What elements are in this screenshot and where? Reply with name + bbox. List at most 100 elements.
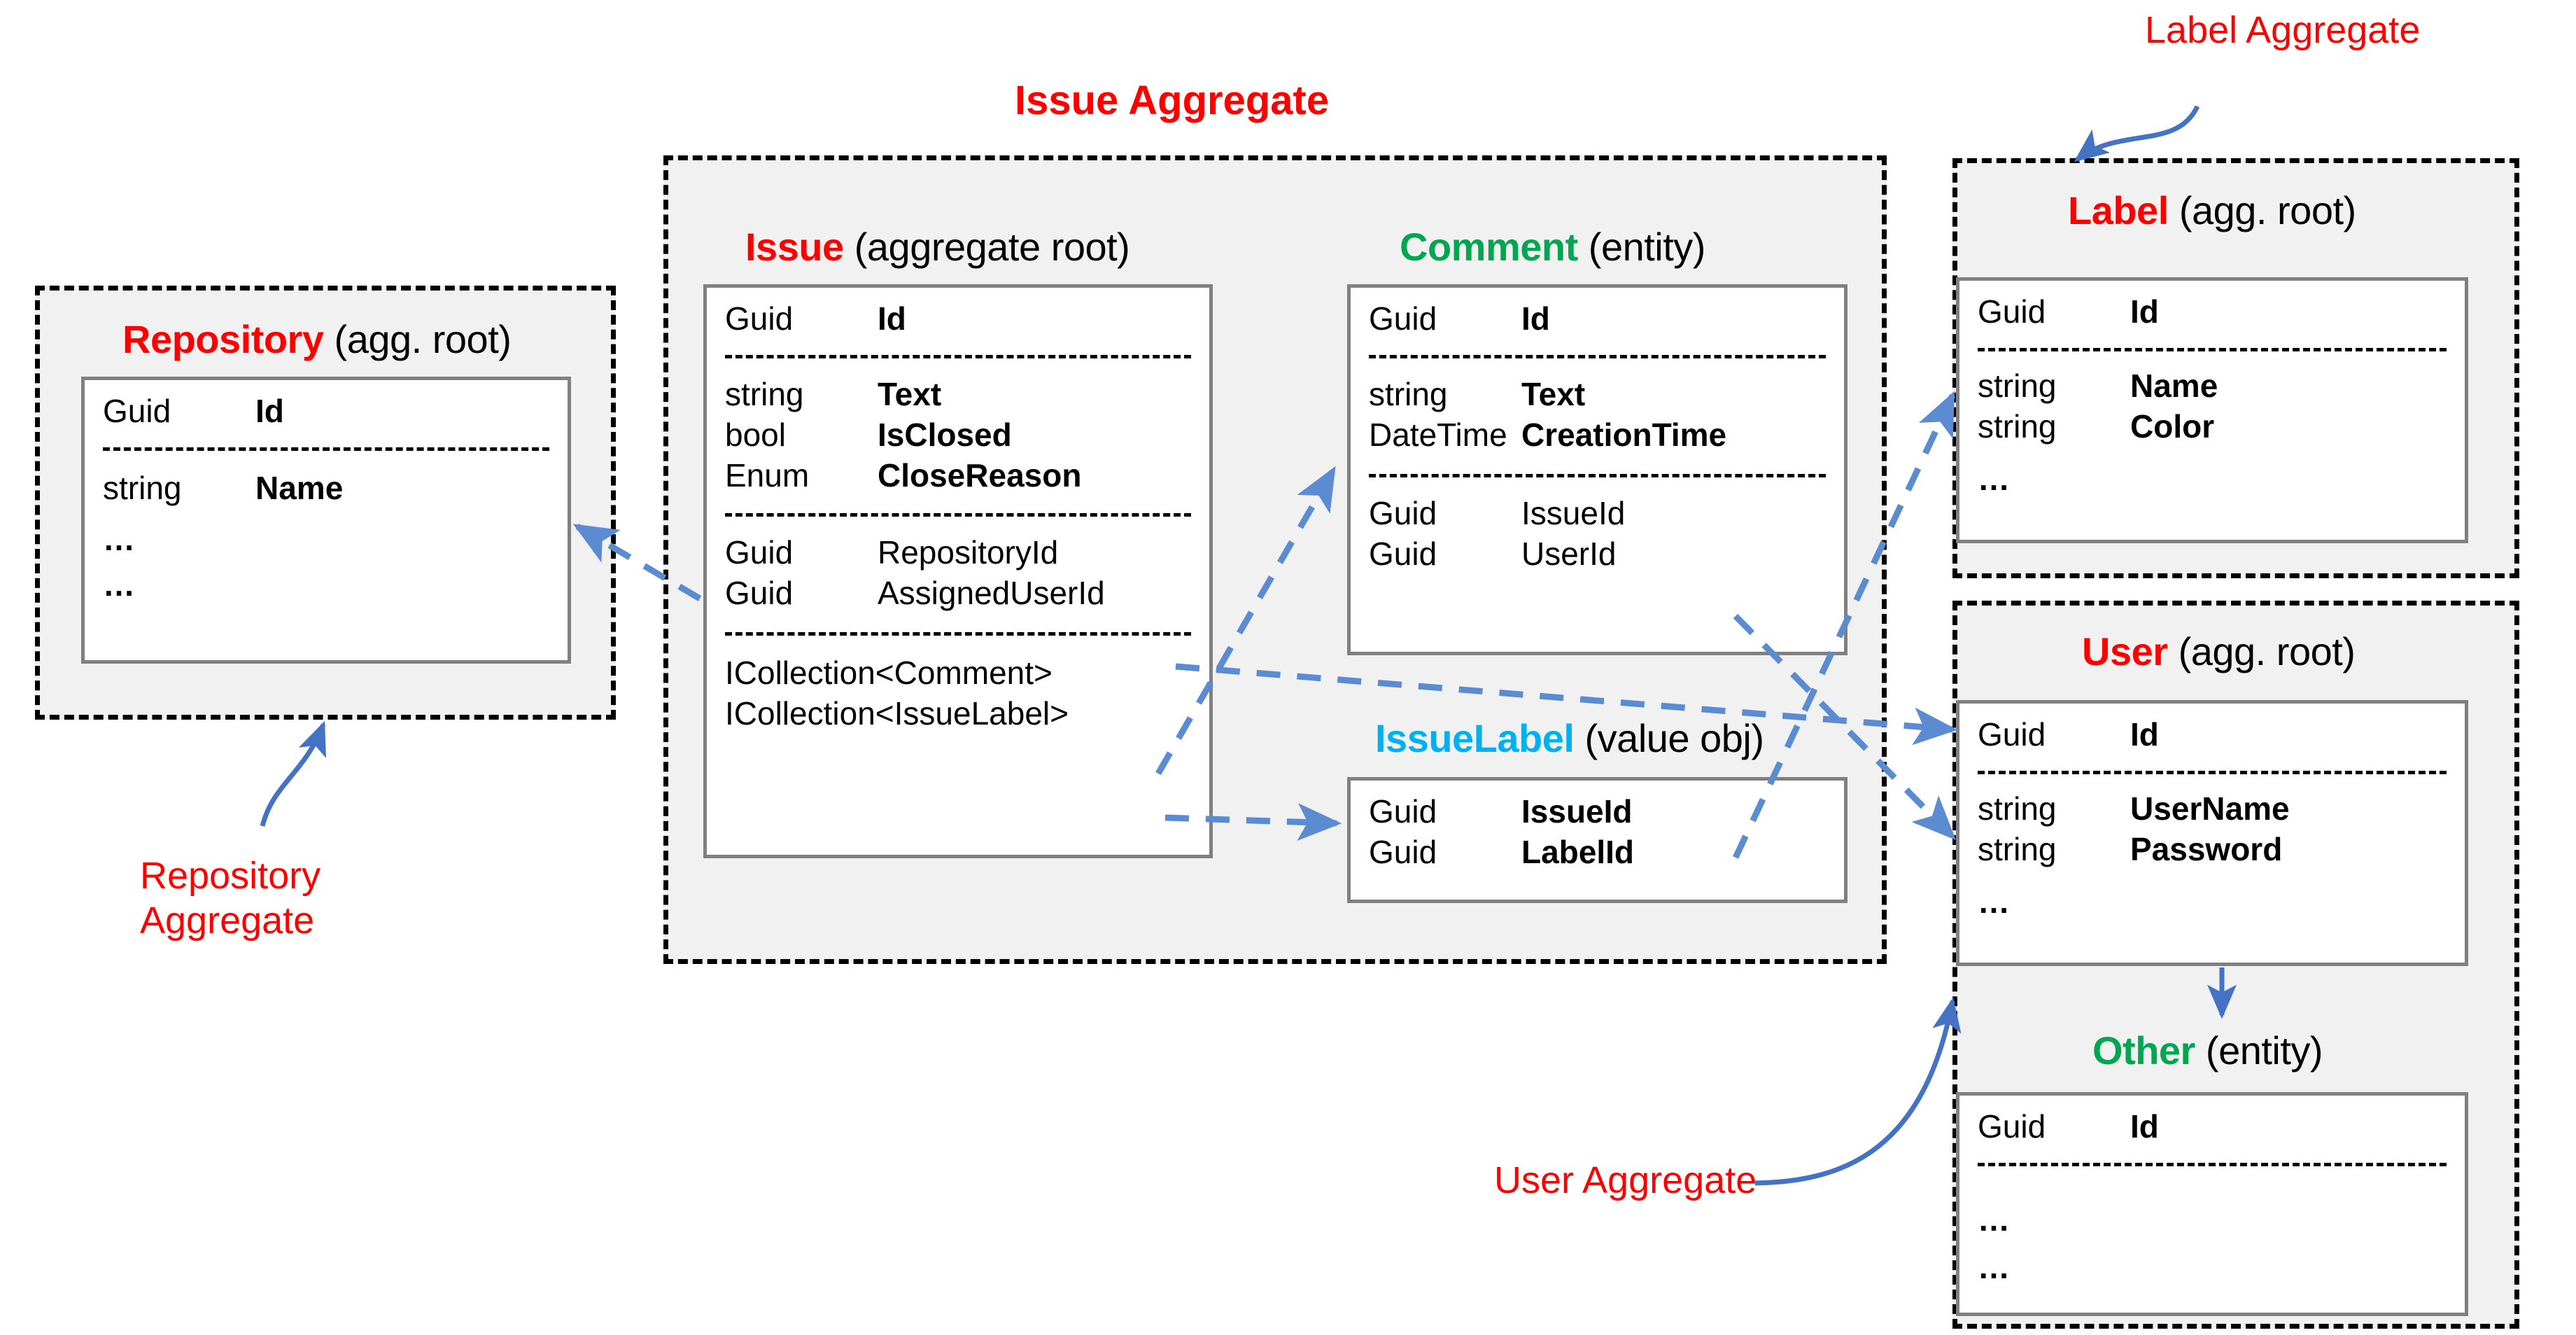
table-row: ICollection<Comment> — [725, 655, 1191, 691]
row-type: Guid — [1369, 300, 1437, 337]
table-row: DateTime CreationTime — [1369, 417, 1826, 453]
row-type: Guid — [725, 534, 794, 571]
table-row: Guid UserId — [1369, 536, 1826, 572]
row-type: Guid — [1369, 495, 1437, 531]
row-member: Id — [2130, 716, 2159, 753]
issue-entity-kind: (aggregate root) — [843, 225, 1130, 269]
other-entity-box: Guid Id … … — [1956, 1092, 2468, 1316]
table-row: Guid LabelId — [1369, 834, 1826, 870]
user-entity-name: User — [2082, 629, 2168, 673]
issuelabel-entity-title: IssueLabel (value obj) — [1375, 715, 1764, 761]
row-member: UserName — [2130, 790, 2290, 827]
row-member: IssueId — [1521, 495, 1626, 531]
comment-entity-title: Comment (entity) — [1400, 224, 1705, 270]
row-type: Guid — [725, 575, 794, 611]
annotation-line: Repository — [140, 855, 321, 897]
row-separator — [725, 632, 1191, 636]
row-type: Guid — [1978, 1108, 2046, 1145]
label-aggregate-annotation: Label Aggregate — [2145, 8, 2420, 53]
issue-entity-name: Issue — [745, 225, 844, 269]
row-type: Guid — [1369, 536, 1437, 572]
issue-entity-box: Guid Id string Text bool IsClosed Enum C… — [703, 284, 1213, 858]
table-row: Guid AssignedUserId — [725, 575, 1191, 611]
table-row: string Text — [1369, 376, 1826, 412]
annotation-line: User Aggregate — [1494, 1159, 1757, 1201]
row-member: Id — [255, 393, 284, 429]
label-entity-kind: (agg. root) — [2168, 188, 2356, 232]
row-type: Guid — [1978, 293, 2046, 330]
row-member: IsClosed — [878, 417, 1012, 453]
issuelabel-entity-name: IssueLabel — [1375, 716, 1575, 760]
ellipsis-row: … — [1978, 1249, 2011, 1285]
row-type: string — [1978, 408, 2057, 445]
other-entity-title: Other (entity) — [2092, 1028, 2323, 1073]
issuelabel-entity-kind: (value obj) — [1574, 716, 1764, 760]
table-row: string Text — [725, 376, 1191, 412]
row-member: Password — [2130, 831, 2283, 867]
row-member: Id — [878, 300, 906, 337]
user-aggregate-annotation: User Aggregate — [1494, 1159, 1757, 1203]
row-separator — [1369, 474, 1826, 477]
comment-entity-box: Guid Id string Text DateTime CreationTim… — [1347, 284, 1847, 655]
row-member: Id — [2130, 293, 2159, 330]
row-member: CreationTime — [1521, 417, 1727, 453]
row-separator — [103, 447, 549, 451]
label-entity-box: Guid Id string Name string Color … — [1956, 277, 2468, 543]
repository-entity-name: Repository — [122, 317, 324, 361]
row-type: string — [1369, 376, 1448, 412]
row-type: ICollection<Comment> — [725, 655, 1053, 691]
row-member: CloseReason — [878, 457, 1082, 494]
comment-entity-kind: (entity) — [1577, 225, 1706, 269]
row-type: DateTime — [1369, 417, 1507, 453]
row-member: RepositoryId — [878, 534, 1059, 571]
row-type: string — [1978, 790, 2057, 827]
row-type: ICollection<IssueLabel> — [725, 695, 1069, 732]
row-member: Id — [1521, 300, 1550, 337]
label-entity-title: Label (agg. root) — [2068, 188, 2356, 233]
row-separator — [1978, 771, 2447, 774]
table-row: bool IsClosed — [725, 417, 1191, 453]
ellipsis-row: … — [1978, 461, 2011, 497]
table-row: Guid Id — [1978, 716, 2447, 753]
row-member: Color — [2130, 408, 2215, 445]
leader-repository-aggregate — [260, 720, 326, 827]
row-type: string — [1978, 831, 2057, 867]
table-row: Guid Id — [1369, 300, 1826, 337]
row-type: string — [1978, 368, 2057, 404]
annotation-line: Aggregate — [140, 899, 315, 942]
user-entity-kind: (agg. root) — [2167, 629, 2356, 673]
row-type: string — [103, 470, 182, 506]
ellipsis-row: … — [1978, 883, 2011, 920]
repository-entity-title: Repository (agg. root) — [122, 316, 512, 362]
comment-entity-name: Comment — [1400, 225, 1578, 269]
other-entity-name: Other — [2092, 1028, 2195, 1072]
table-row: Guid Id — [1978, 1108, 2447, 1145]
table-row: Guid Id — [103, 393, 549, 429]
row-member: Id — [2130, 1108, 2159, 1145]
row-type: bool — [725, 417, 786, 453]
table-row: Guid IssueId — [1369, 495, 1826, 531]
table-row: Guid IssueId — [1369, 793, 1826, 830]
leader-label-aggregate — [2074, 105, 2200, 162]
ellipsis-row: … — [103, 521, 136, 557]
row-type: Guid — [1369, 793, 1437, 830]
issue-entity-title: Issue (aggregate root) — [745, 224, 1130, 270]
row-type: Enum — [725, 457, 810, 494]
repository-entity-kind: (agg. root) — [323, 317, 512, 361]
ellipsis-row: … — [103, 566, 136, 603]
user-entity-box: Guid Id string UserName string Password … — [1956, 700, 2468, 966]
table-row: string Password — [1978, 831, 2447, 867]
row-member: Name — [255, 470, 344, 506]
table-row: Guid RepositoryId — [725, 534, 1191, 571]
row-member: Text — [878, 376, 942, 412]
table-row: string Color — [1978, 408, 2447, 445]
row-type: string — [725, 376, 804, 412]
label-entity-name: Label — [2068, 188, 2169, 232]
table-row: Enum CloseReason — [725, 457, 1191, 494]
row-separator — [1978, 348, 2447, 351]
row-member: LabelId — [1521, 834, 1635, 870]
issue-aggregate-title: Issue Aggregate — [1015, 78, 1330, 123]
user-entity-title: User (agg. root) — [2082, 629, 2356, 674]
row-type: Guid — [1978, 716, 2046, 753]
row-separator — [725, 355, 1191, 358]
